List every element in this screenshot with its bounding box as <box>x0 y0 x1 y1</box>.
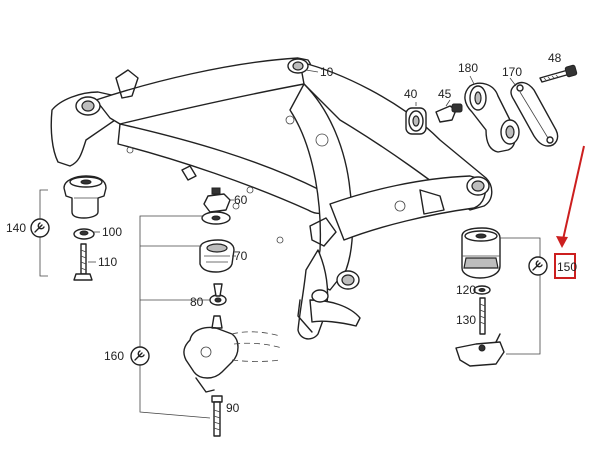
part-48-bolt <box>539 64 578 83</box>
rear-subframe <box>50 57 493 340</box>
bracket-150 <box>500 237 541 355</box>
label-120: 120 <box>456 283 476 297</box>
label-180: 180 <box>458 61 478 75</box>
leader-10 <box>305 69 319 73</box>
label-45: 45 <box>438 87 452 101</box>
label-130: 130 <box>456 313 476 327</box>
part-120-washer-right <box>473 285 491 295</box>
part-180-mount <box>464 82 520 153</box>
label-70: 70 <box>234 249 248 263</box>
part-right-mount <box>461 227 501 279</box>
label-140: 140 <box>6 221 26 235</box>
part-90-bolt <box>211 395 223 437</box>
leader-170 <box>509 77 517 87</box>
part-60-mount <box>201 187 231 225</box>
differential-housing-part <box>183 315 283 393</box>
label-160: 160 <box>104 349 124 363</box>
label-150: 150 <box>557 260 577 274</box>
highlight-arrow-head <box>556 236 568 248</box>
part-upper-mount-left <box>63 175 107 219</box>
highlight-arrow-line <box>561 145 585 245</box>
label-90: 90 <box>226 401 240 415</box>
highlight-box-150 <box>554 253 576 279</box>
label-100: 100 <box>102 225 122 239</box>
label-60: 60 <box>234 193 248 207</box>
part-40-bushing <box>405 107 427 135</box>
label-170: 170 <box>502 65 522 79</box>
label-110: 110 <box>98 255 117 269</box>
part-130-bolt-right <box>479 297 486 335</box>
leader-180 <box>469 75 475 85</box>
part-45-spacer <box>435 103 463 123</box>
part-170-link <box>510 81 559 147</box>
bracket-160 <box>139 215 211 419</box>
part-100-washer-left <box>73 228 95 240</box>
wrench-icon-150 <box>528 256 548 276</box>
wrench-icon-160 <box>130 346 150 366</box>
part-70-bushing <box>199 239 235 273</box>
label-48: 48 <box>548 51 562 65</box>
part-110-bolt-left <box>73 243 93 281</box>
label-40: 40 <box>404 87 418 101</box>
wrench-icon-140 <box>30 218 50 238</box>
part-lower-bracket-right <box>455 333 505 367</box>
part-80-nut <box>209 283 227 306</box>
label-10: 10 <box>320 65 334 79</box>
label-80: 80 <box>190 295 204 309</box>
leader-45 <box>445 99 451 107</box>
